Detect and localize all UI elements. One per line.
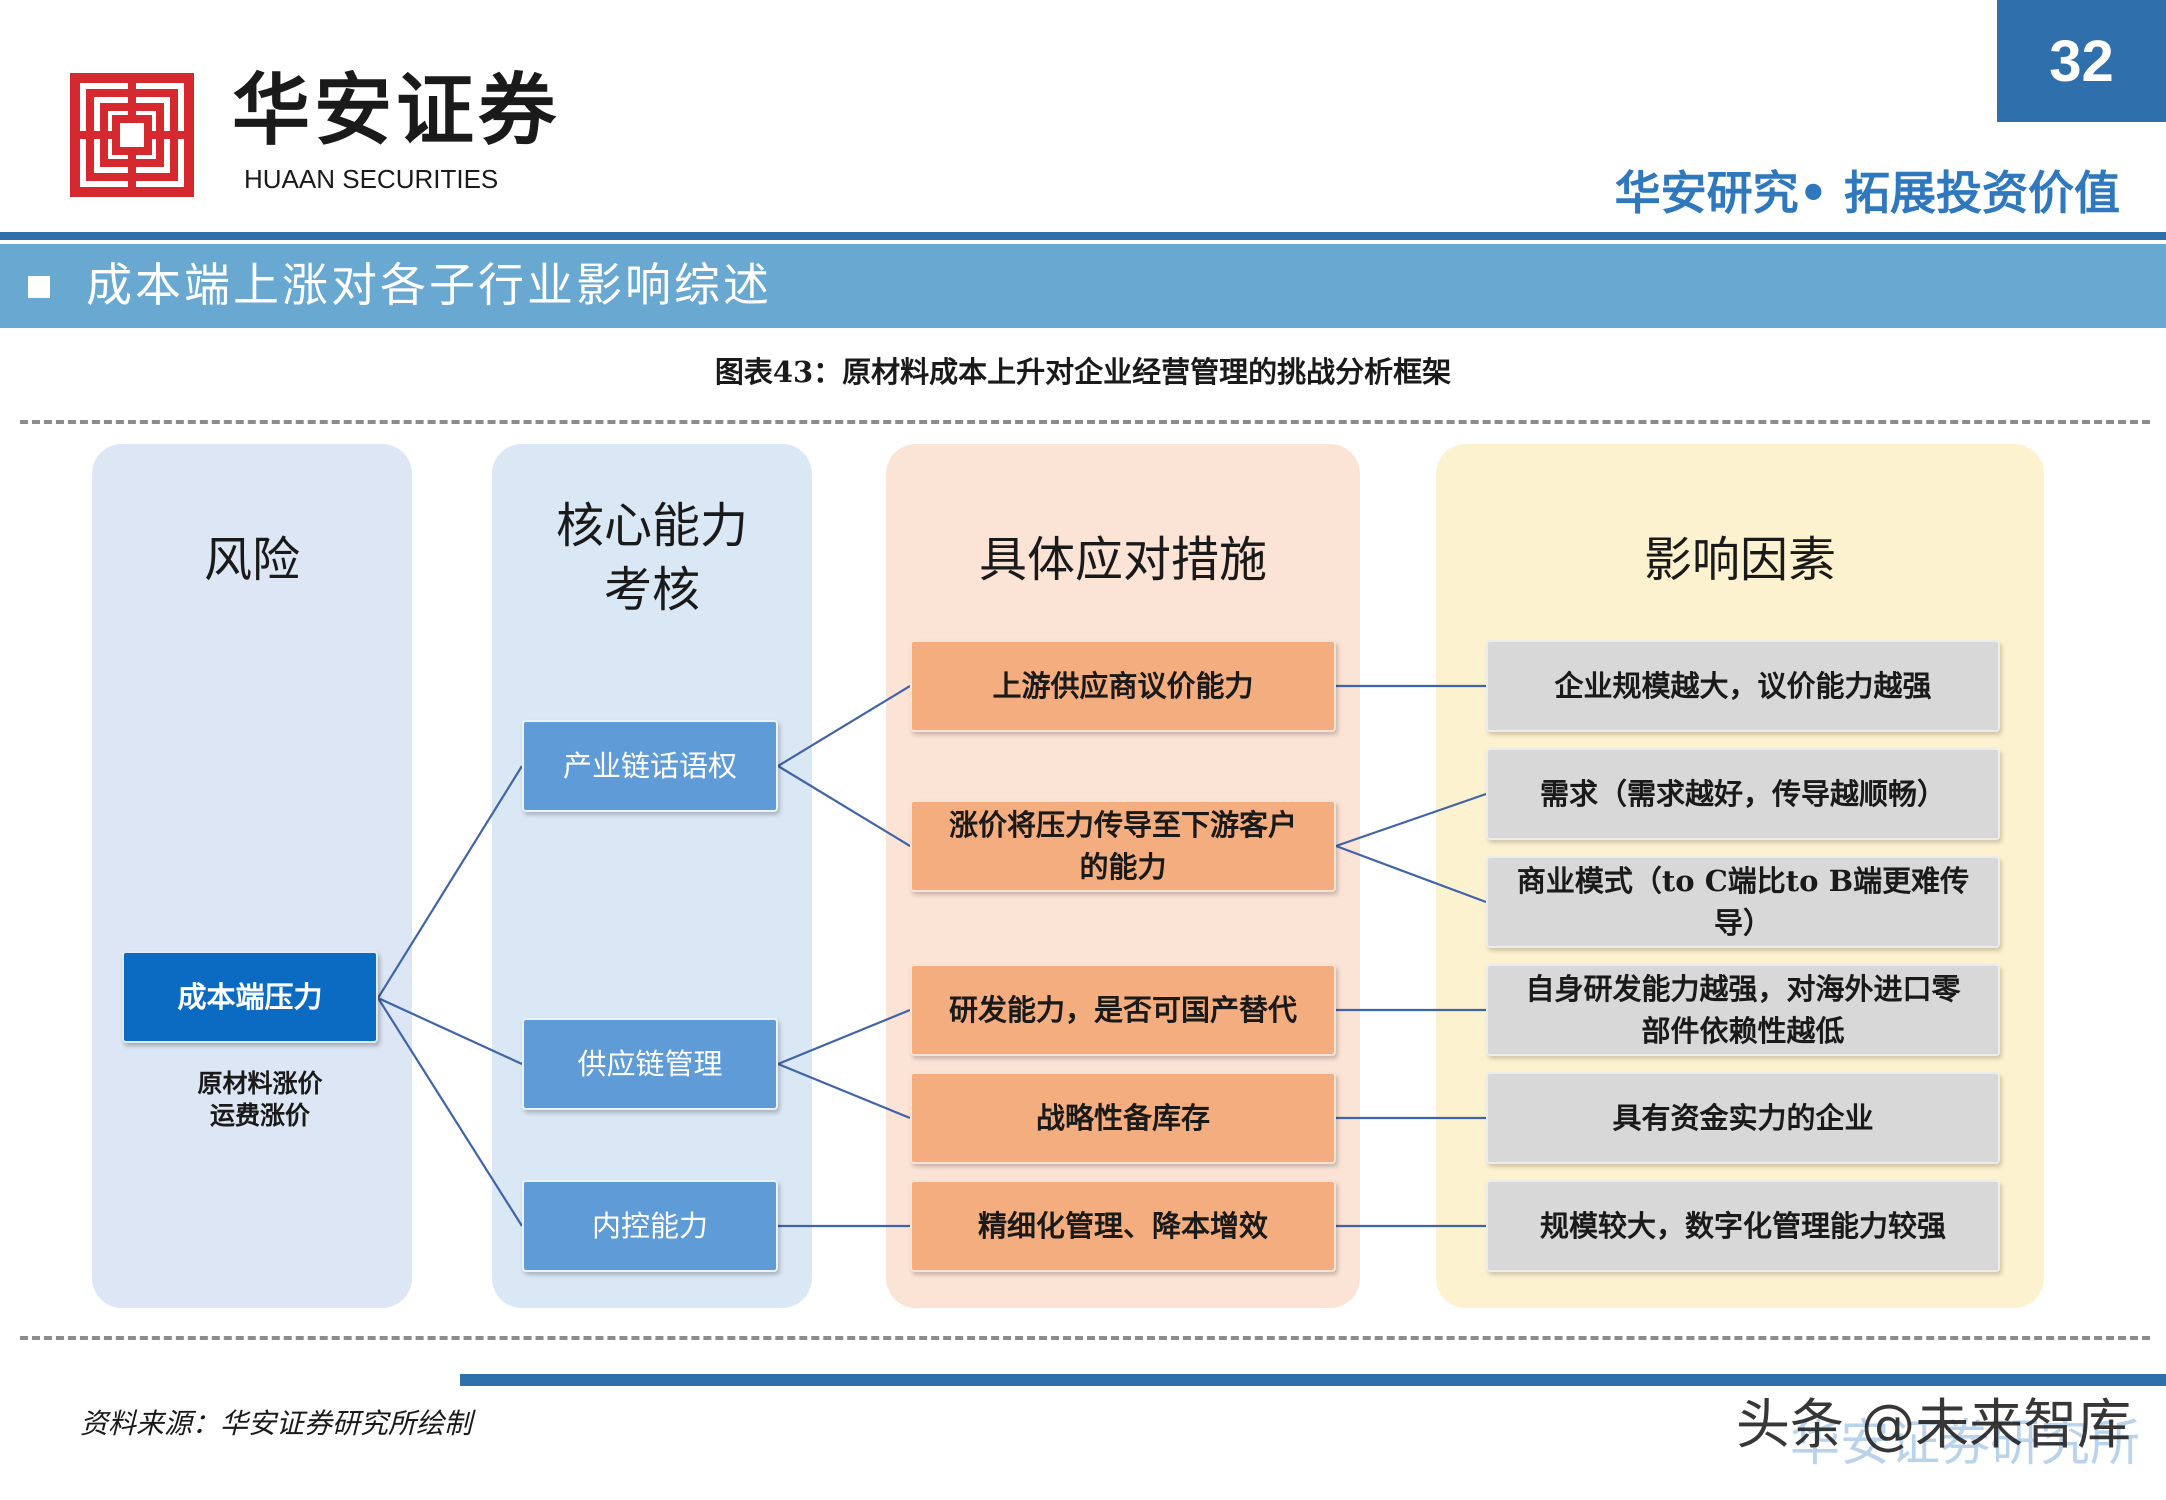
header-divider — [0, 232, 2166, 240]
connector-risk-to-chain — [377, 765, 523, 999]
column-title-capability-line2: 考核 — [603, 562, 700, 618]
column-title-factors: 影响因素 — [1643, 532, 1836, 588]
factor-box-5: 具有资金实力的企业 — [1486, 1072, 2000, 1164]
factor-4-line2: 部件依赖性越低 — [1641, 1014, 1845, 1048]
brand-name-en: HUAAN SECURITIES — [244, 164, 499, 194]
capability-box-control: 内控能力 — [522, 1180, 778, 1272]
company-logo — [70, 73, 194, 197]
column-title-risk: 风险 — [203, 532, 300, 588]
slogan: 华安研究• 拓展投资价值 — [1614, 166, 2120, 220]
section-title: 成本端上涨对各子行业影响综述 — [86, 258, 772, 312]
connector-chain-to-m2 — [777, 765, 911, 847]
factor-box-4: 自身研发能力越强，对海外进口零 部件依赖性越低 — [1486, 964, 2000, 1056]
factor-5-text: 具有资金实力的企业 — [1612, 1101, 1874, 1135]
dashed-divider-bottom — [20, 1336, 2150, 1340]
risk-note-line2: 运费涨价 — [209, 1101, 310, 1130]
factor-3-line2: 导） — [1713, 906, 1772, 940]
dashed-divider-top — [20, 420, 2150, 424]
logo-emblem-icon — [80, 83, 184, 187]
factor-2-text: 需求（需求越好，传导越顺畅） — [1539, 777, 1946, 811]
factor-box-6: 规模较大，数字化管理能力较强 — [1486, 1180, 2000, 1272]
risk-box: 成本端压力 — [122, 951, 378, 1043]
measure-3-text: 研发能力，是否可国产替代 — [948, 993, 1297, 1027]
factor-box-2: 需求（需求越好，传导越顺畅） — [1486, 748, 2000, 840]
risk-note: 原材料涨价 运费涨价 — [122, 1068, 398, 1132]
connector-m2-to-f3 — [1335, 844, 1487, 904]
factor-1-text: 企业规模越大，议价能力越强 — [1554, 669, 1932, 703]
connector-chain-to-m1 — [777, 685, 911, 767]
bullet-square-icon — [28, 276, 50, 298]
capability-box-supply: 供应链管理 — [522, 1018, 778, 1110]
connector-m2-to-f2 — [1335, 792, 1487, 848]
column-capability: 核心能力 考核 — [492, 444, 812, 1308]
factor-6-text: 规模较大，数字化管理能力较强 — [1539, 1209, 1946, 1243]
column-title-capability: 核心能力 考核 — [492, 494, 812, 622]
column-title-capability-line1: 核心能力 — [555, 498, 748, 554]
measure-box-1: 上游供应商议价能力 — [910, 640, 1336, 732]
source-note: 资料来源：华安证券研究所绘制 — [80, 1407, 473, 1440]
factor-4-line1: 自身研发能力越强，对海外进口零 — [1525, 972, 1961, 1006]
measure-2-line1: 涨价将压力传导至下游客户 — [948, 808, 1297, 842]
measure-box-4: 战略性备库存 — [910, 1072, 1336, 1164]
figure-title: 图表43：原材料成本上升对企业经营管理的挑战分析框架 — [714, 355, 1452, 389]
measure-2-line2: 的能力 — [1079, 850, 1167, 884]
measure-box-3: 研发能力，是否可国产替代 — [910, 964, 1336, 1056]
measure-1-text: 上游供应商议价能力 — [992, 669, 1254, 703]
footer-divider — [460, 1374, 2166, 1386]
connector-risk-to-control — [377, 997, 523, 1227]
page-number: 32 — [1997, 0, 2166, 122]
factor-3-line1: 商业模式（to C端比to B端更难传 — [1516, 864, 1970, 898]
measure-5-text: 精细化管理、降本增效 — [977, 1209, 1268, 1243]
measure-box-2: 涨价将压力传导至下游客户 的能力 — [910, 800, 1336, 892]
brand-name-cn: 华安证券 — [232, 65, 561, 156]
watermark-sub: 华安证券研究所 — [1790, 1414, 2140, 1472]
section-banner — [0, 244, 2166, 328]
connector-supply-to-m3 — [777, 1008, 911, 1066]
risk-note-line1: 原材料涨价 — [197, 1069, 323, 1098]
factor-box-1: 企业规模越大，议价能力越强 — [1486, 640, 2000, 732]
column-title-measures: 具体应对措施 — [978, 532, 1267, 588]
factor-box-3: 商业模式（to C端比to B端更难传 导） — [1486, 856, 2000, 948]
watermark: 头条 @未来智库 — [1736, 1393, 2132, 1456]
measure-box-5: 精细化管理、降本增效 — [910, 1180, 1336, 1272]
capability-box-chain: 产业链话语权 — [522, 720, 778, 812]
column-risk: 风险 — [92, 444, 412, 1308]
connector-supply-to-m4 — [777, 1062, 911, 1120]
connector-risk-to-supply — [377, 997, 523, 1065]
measure-4-text: 战略性备库存 — [1035, 1101, 1210, 1135]
